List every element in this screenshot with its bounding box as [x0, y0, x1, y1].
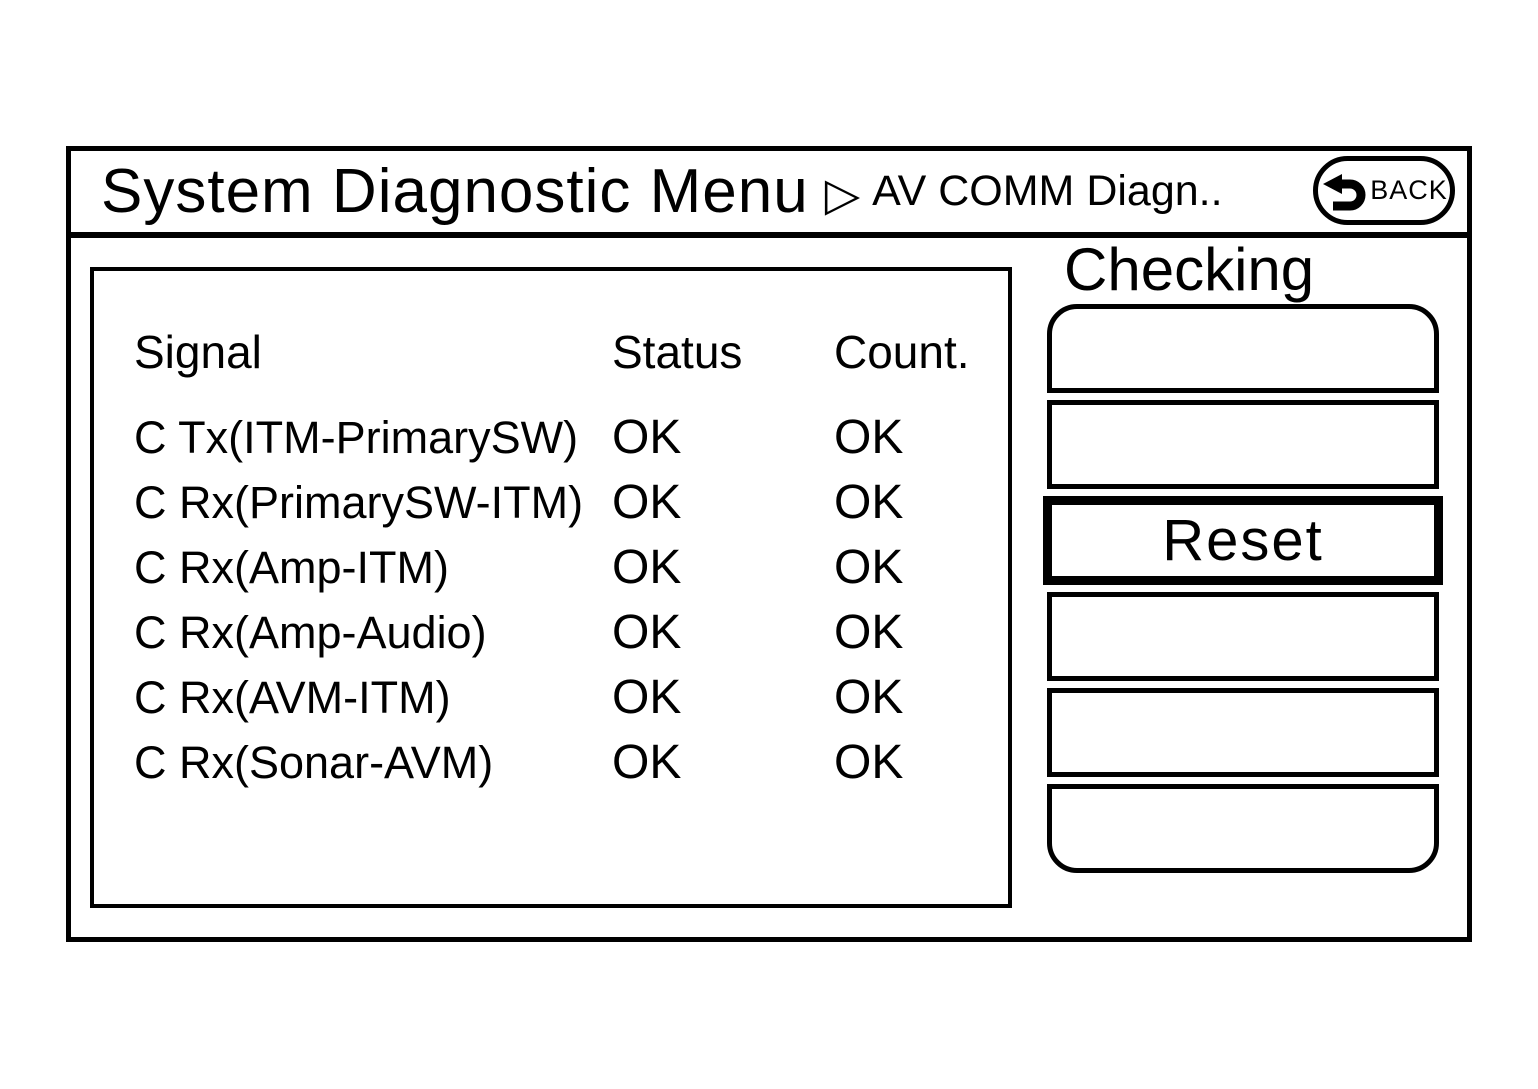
signal-name: C Rx(Amp-ITM) [134, 541, 449, 593]
return-arrow-icon [1320, 171, 1370, 211]
signal-name: C Rx(PrimarySW-ITM) [134, 476, 584, 528]
back-button[interactable]: BACK [1313, 156, 1455, 225]
page-title: System Diagnostic Menu [101, 157, 809, 226]
signal-name: C Rx(Amp-Audio) [134, 606, 487, 658]
menu-button-column: Reset [1043, 304, 1443, 873]
column-header-status: Status [612, 326, 743, 378]
table-row: C Rx(PrimarySW-ITM) OK OK [94, 470, 1008, 535]
diagnostic-window: System Diagnostic Menu ▷ AV COMM Diagn..… [66, 146, 1472, 942]
signal-name: C Rx(Sonar-AVM) [134, 736, 494, 788]
table-body: C Tx(ITM-PrimarySW) OK OK C Rx(PrimarySW… [94, 405, 1008, 795]
menu-button-1[interactable] [1047, 304, 1439, 393]
signal-status: OK [612, 411, 682, 464]
table-row: C Tx(ITM-PrimarySW) OK OK [94, 405, 1008, 470]
menu-button-6[interactable] [1047, 784, 1439, 873]
column-header-count: Count. [834, 326, 970, 378]
signal-status: OK [612, 671, 682, 724]
table-row: C Rx(Amp-Audio) OK OK [94, 600, 1008, 665]
checking-status-label: Checking [1064, 236, 1315, 303]
signal-count: OK [834, 671, 904, 724]
signal-status: OK [612, 476, 682, 529]
menu-button-5[interactable] [1047, 688, 1439, 777]
table-row: C Rx(Amp-ITM) OK OK [94, 535, 1008, 600]
signal-status: OK [612, 606, 682, 659]
signal-status: OK [612, 736, 682, 789]
back-button-label: BACK [1370, 175, 1448, 205]
breadcrumb: AV COMM Diagn.. [872, 167, 1223, 215]
signal-count: OK [834, 541, 904, 594]
signal-name: C Tx(ITM-PrimarySW) [134, 411, 579, 463]
column-header-signal: Signal [134, 326, 262, 378]
title-bar: System Diagnostic Menu ▷ AV COMM Diagn..… [71, 151, 1467, 238]
table-row: C Rx(AVM-ITM) OK OK [94, 665, 1008, 730]
signal-status-table: Signal Status Count. C Tx(ITM-PrimarySW)… [90, 267, 1012, 908]
signal-count: OK [834, 411, 904, 464]
signal-count: OK [834, 606, 904, 659]
table-row: C Rx(Sonar-AVM) OK OK [94, 730, 1008, 795]
signal-name: C Rx(AVM-ITM) [134, 671, 451, 723]
menu-button-4[interactable] [1047, 592, 1439, 681]
signal-count: OK [834, 476, 904, 529]
menu-button-2[interactable] [1047, 400, 1439, 489]
reset-button[interactable]: Reset [1043, 496, 1443, 585]
signal-count: OK [834, 736, 904, 789]
table-header-row: Signal Status Count. [94, 321, 1008, 383]
breadcrumb-arrow-icon: ▷ [824, 167, 861, 220]
signal-status: OK [612, 541, 682, 594]
